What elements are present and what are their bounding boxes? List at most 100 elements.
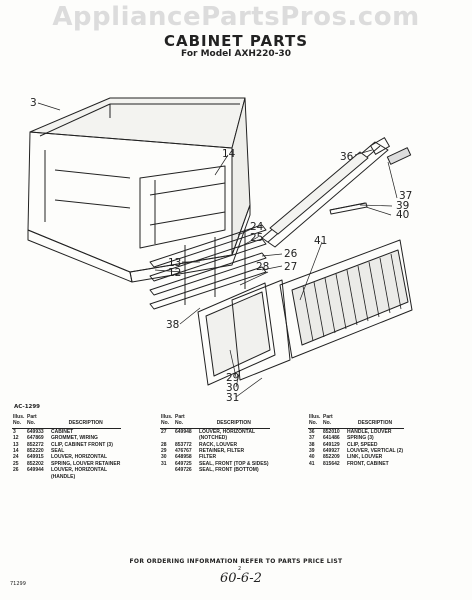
illus-no: 30 [161,454,167,461]
part-no: 476767 [175,448,192,455]
illus-no: 13 [13,441,19,448]
table-row: 37 641486 SPRING (3) [308,435,404,441]
callout-36: 36 [340,151,354,163]
illus-no: 31 [161,460,167,467]
watermark: AppliancePartsPros.com [52,2,420,32]
part-description: CLIP, CABINET FRONT (3) [51,441,113,448]
header-illus: Illus. [13,414,25,420]
part-description: LOUVER, HORIZONTAL [199,428,256,435]
illus-no: 37 [309,435,315,442]
table-row: (NOTCHED) [160,435,270,441]
callout-14: 14 [222,148,236,160]
part-description: RACK, LOUVER [199,441,238,448]
table-row: 26 649944 LOUVER, HORIZONTAL [12,467,121,473]
part-description: HANDLE, LOUVER [347,428,392,435]
illus-no: 41 [309,460,315,467]
header-illus: Illus. [309,414,321,420]
model-subtitle: For Model AXH220-30 [181,49,291,59]
callout-29: 29 [226,372,239,384]
illus-no [12,474,26,480]
illus-no: 40 [309,454,315,461]
illus-no: 27 [161,428,167,435]
callout-12: 12 [168,267,181,279]
callout-39: 39 [396,200,409,212]
illus-no: 25 [13,460,19,467]
page-title: CABINET PARTS [163,32,309,50]
cabinet-front-drawing [279,239,413,359]
callout-3: 3 [30,97,37,109]
part-no: 641486 [323,435,340,442]
part-no: 815642 [323,460,340,467]
part-no: 649948 [175,428,192,435]
illus-no: 14 [13,448,19,455]
exploded-parts-diagram: 3 14 36 37 39 40 24 25 26 27 13 12 28 41… [27,97,413,404]
part-description: SPRING (3) [347,435,374,442]
part-description: (HANDLE) [51,473,76,480]
part-description: CABINET [51,428,74,435]
part-no: 852209 [323,454,340,461]
part-description: LOUVER, HORIZONTAL [51,454,108,461]
header-part: Part [175,414,185,420]
part-no: 649944 [27,467,44,474]
illus-no [160,467,174,473]
part-description: LOUVER, HORIZONTAL [51,467,108,474]
part-description: LOUVER, VERTICAL (2) [347,448,404,455]
part-no: 852272 [27,441,44,448]
part-no: 649726 [175,467,192,474]
part-description: SPRING, LOUVER RETAINER [51,460,121,467]
header-no: No. [160,420,174,429]
callout-28: 28 [256,261,269,273]
header-no: No. [12,420,26,429]
table-row: 31 649725 SEAL, FRONT (TOP & SIDES) [160,461,270,467]
handwritten-note: 60-6-2 [220,571,262,586]
part-no: 649933 [27,428,44,435]
ordering-footer: FOR ORDERING INFORMATION REFER TO PARTS … [129,558,343,565]
part-no: 649725 [175,460,192,467]
header-illus: Illus. [161,414,173,420]
callout-40: 40 [396,209,409,221]
illus-no: 36 [309,428,315,435]
cabinet-drawing [27,97,251,283]
figure-code: AC-1299 [14,404,41,410]
part-no: 649129 [323,441,340,448]
part-no: 852202 [27,460,44,467]
header-no: No. [26,420,50,429]
part-no: 647869 [27,435,44,442]
callout-30: 30 [226,382,239,394]
header-no: No. [308,420,322,429]
callout-labels: 3 14 36 37 39 40 24 25 26 27 13 12 28 41… [30,97,412,404]
part-no: 649915 [27,454,44,461]
callout-13: 13 [168,257,181,269]
part-no: 853772 [175,441,192,448]
part-no: 852010 [323,428,340,435]
part-no: 852220 [27,448,44,455]
header-description: DESCRIPTION [198,420,270,429]
illus-no: 26 [13,467,19,474]
header-no: No. [322,420,346,429]
header-description: DESCRIPTION [50,420,122,429]
leader-lines [37,102,398,398]
callout-31: 31 [226,392,239,404]
filter-drawing [197,279,291,386]
part-description: CLIP, SPEED [347,441,378,448]
part-no: 649927 [323,448,340,455]
callout-38: 38 [166,319,179,331]
illus-no: 38 [309,441,315,448]
part-description: LINK, LOUVER [347,454,383,461]
table-row: 13 852272 CLIP, CABINET FRONT (3) [12,442,121,448]
table-row: 36 852010 HANDLE, LOUVER [308,428,404,435]
part-description: SEAL, FRONT (TOP & SIDES) [199,460,269,467]
table-row: 40 852209 LINK, LOUVER [308,454,404,460]
illus-no: 12 [13,435,19,442]
